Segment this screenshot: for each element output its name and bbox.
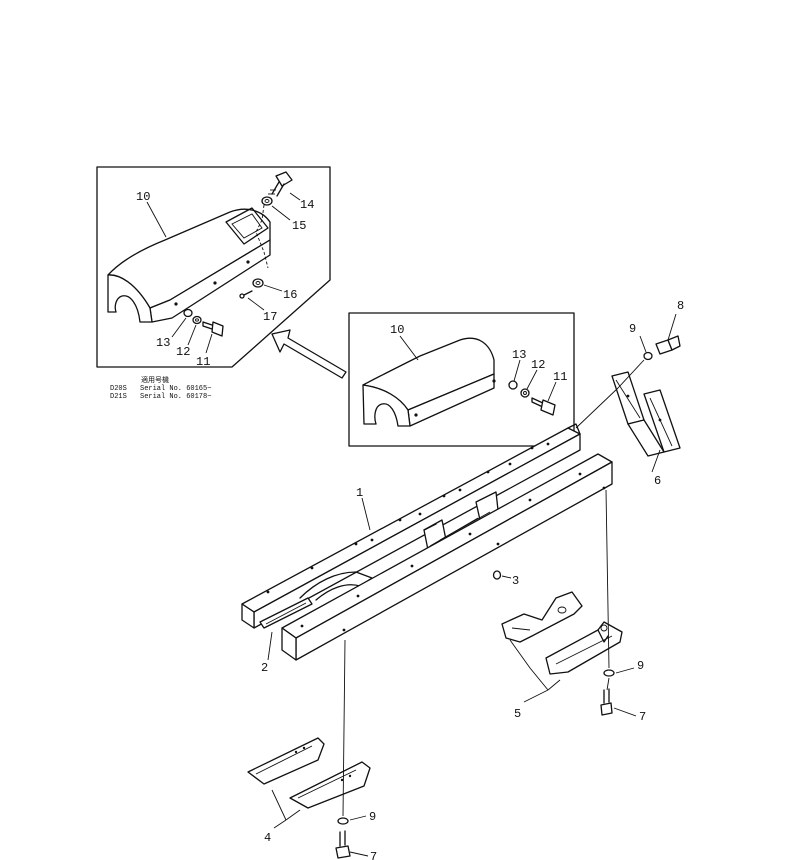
inset-a-washer-12 — [192, 315, 202, 325]
applicability-note: 適用号機 D20S Serial No. 60165~ D21S Serial … — [110, 375, 211, 401]
mount-bracket-5 — [501, 591, 623, 675]
callout-5: 5 — [514, 707, 521, 721]
bolt-7-right — [600, 688, 613, 716]
inset-a-washer-15 — [261, 196, 273, 206]
callout-inset-b-11: 11 — [553, 370, 567, 384]
callout-7-right: 7 — [639, 710, 646, 724]
inset-a-washer-13 — [183, 308, 193, 318]
applicability-line1-model: D20S — [110, 385, 127, 393]
callout-inset-a-13: 13 — [156, 336, 170, 350]
callout-3: 3 — [512, 574, 519, 588]
reference-arrow — [271, 329, 347, 379]
callout-inset-a-16: 16 — [283, 288, 297, 302]
callout-9-upper: 9 — [629, 322, 636, 336]
frame-bolt-holes — [266, 442, 606, 632]
callout-inset-a-10: 10 — [136, 190, 150, 204]
callout-inset-a-12: 12 — [176, 345, 190, 359]
applicability-heading: 適用号機 — [141, 375, 169, 385]
plug-3 — [492, 570, 512, 580]
washer-9-lower — [337, 817, 349, 825]
callout-7-lower: 7 — [370, 850, 377, 860]
callout-inset-a-14: 14 — [300, 198, 314, 212]
inset-b-washer-12 — [520, 388, 530, 398]
callout-inset-b-13: 13 — [512, 348, 526, 362]
inset-b-leaders — [399, 335, 557, 402]
washer-9-upper — [643, 351, 653, 361]
applicability-line2-serial: Serial No. 60178~ — [140, 393, 211, 401]
inset-a-cover — [107, 207, 271, 323]
inset-b-cover — [362, 337, 496, 427]
callout-9-right: 9 — [637, 659, 644, 673]
inset-a-bolt-11 — [202, 321, 224, 337]
bolt-8 — [655, 335, 681, 355]
callout-6: 6 — [654, 474, 661, 488]
applicability-line2-model: D21S — [110, 393, 127, 401]
alignment-lines — [342, 359, 645, 817]
bracket-5-leader — [509, 639, 561, 703]
inset-a-frame — [96, 166, 331, 368]
callout-1: 1 — [356, 486, 363, 500]
applicability-line1-serial: Serial No. 60165~ — [140, 385, 211, 393]
callout-inset-b-10: 10 — [390, 323, 404, 337]
step-plate-4 — [247, 737, 371, 809]
step-plate-4-leader — [271, 789, 301, 829]
callout-2: 2 — [261, 661, 268, 675]
callout-8: 8 — [677, 299, 684, 313]
callout-9-lower: 9 — [369, 810, 376, 824]
frame-rail-rear — [241, 423, 581, 629]
callout-4: 4 — [264, 831, 271, 845]
inset-a-nut-16 — [252, 278, 264, 288]
inset-a-pin-17 — [239, 290, 253, 299]
inset-a-leader-dashed — [255, 204, 269, 269]
callout-inset-a-11: 11 — [196, 355, 210, 369]
inset-b-bolt-11 — [531, 397, 556, 416]
callout-inset-b-12: 12 — [531, 358, 545, 372]
callout-inset-a-17: 17 — [263, 310, 277, 324]
bolt-7-lower — [335, 830, 351, 859]
callout-inset-a-15: 15 — [292, 219, 306, 233]
inset-a-leaders — [146, 192, 301, 354]
inset-b-frame — [348, 312, 575, 447]
washer-9-right — [603, 669, 615, 677]
inset-a-bolt-14 — [268, 171, 293, 197]
inset-b-washer-13 — [508, 380, 518, 390]
main-leaders — [267, 313, 677, 857]
track-arm-2 — [259, 571, 373, 629]
guard-plate-6 — [611, 371, 681, 457]
